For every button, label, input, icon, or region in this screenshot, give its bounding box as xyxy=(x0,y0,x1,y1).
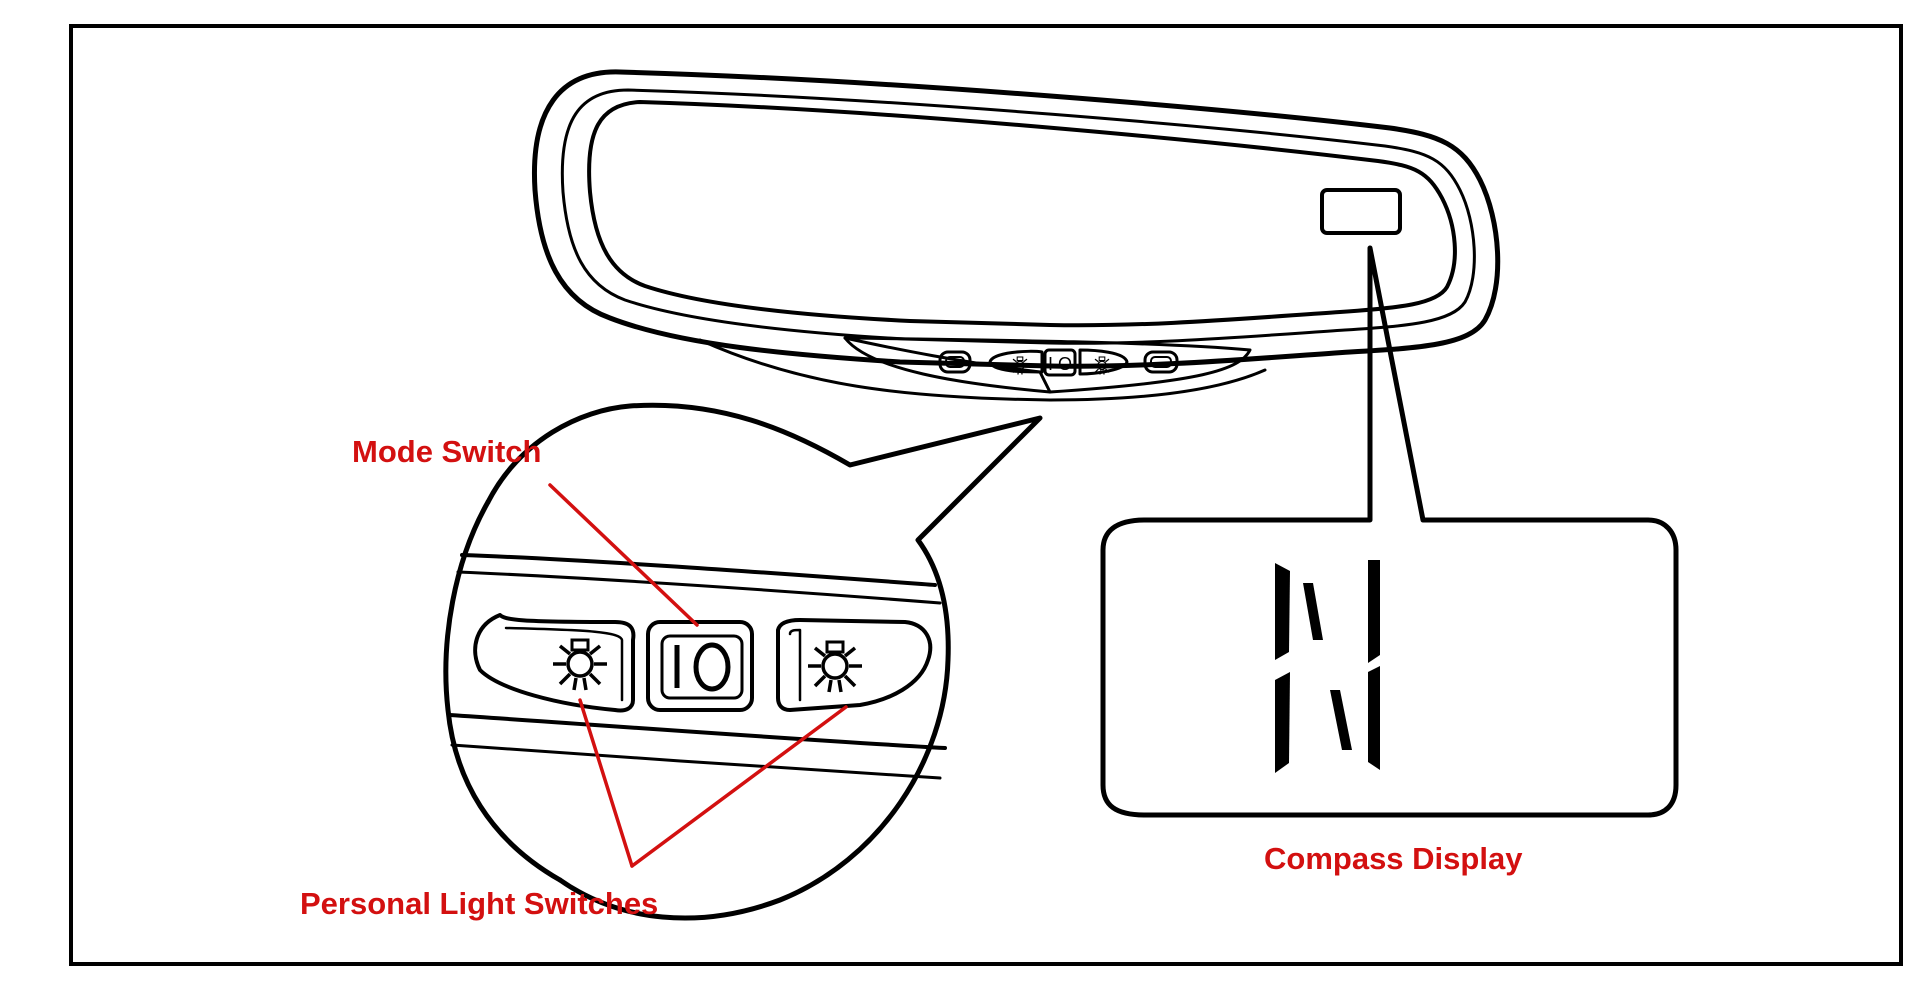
dome-light-icon xyxy=(806,640,864,694)
right-light-switch xyxy=(776,618,933,712)
dome-light-icon xyxy=(551,638,609,692)
compass-heading-display: N xyxy=(1275,560,1380,773)
diagram-frame xyxy=(69,24,1903,966)
mode-switch-label: Mode Switch xyxy=(352,434,541,469)
left-light-switch xyxy=(473,613,636,713)
leader-lines xyxy=(548,483,848,868)
mode-switch-glyph xyxy=(674,642,731,692)
compass-display-label: Compass Display xyxy=(1264,841,1523,876)
rearview-mirror xyxy=(531,69,1501,402)
compass-window xyxy=(1320,188,1402,235)
switch-magnifier xyxy=(443,402,1043,921)
personal-light-switches-label: Personal Light Switches xyxy=(300,886,658,921)
mirror-mode-glyph: I O xyxy=(1048,354,1072,374)
mode-switch-button xyxy=(646,620,754,712)
compass-heading: N xyxy=(1328,689,1329,691)
compass-callout xyxy=(1100,245,1679,818)
